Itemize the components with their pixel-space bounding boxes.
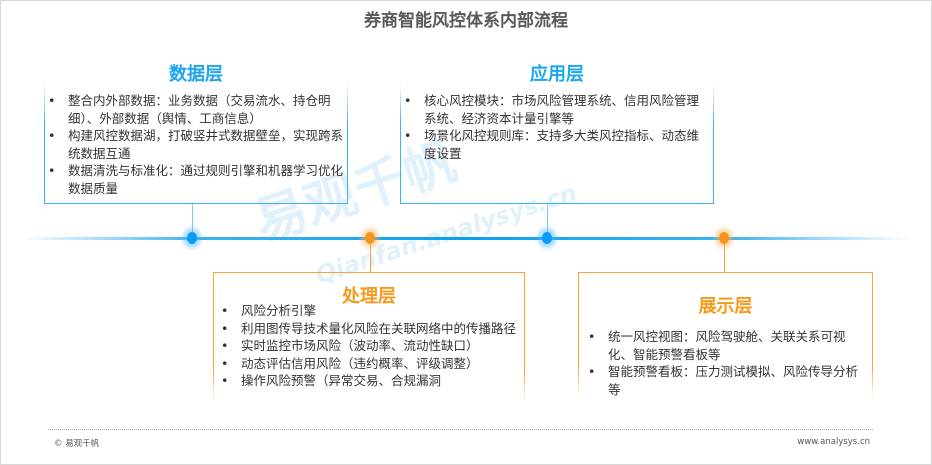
list-item: 场景化风控规则库：支持多大类风控指标、动态维度设置 (400, 127, 700, 162)
list-item: 构建风控数据湖，打破竖井式数据壁垒，实现跨系统数据互通 (44, 127, 344, 162)
timeline-node-application (542, 232, 552, 244)
connector (370, 242, 371, 272)
data-layer-heading: 数据层 (169, 64, 223, 85)
list-item: 实时监控市场风险（波动率、流动性缺口） (217, 337, 522, 355)
connector (724, 242, 725, 272)
connector (192, 204, 193, 234)
application-layer-heading: 应用层 (530, 64, 584, 85)
timeline (20, 237, 910, 240)
list-item: 数据清洗与标准化：通过规则引擎和机器学习优化数据质量 (44, 162, 344, 197)
list-item: 动态评估信用风险（违约概率、评级调整） (217, 355, 522, 373)
footer-url[interactable]: www.analysys.cn (797, 437, 870, 447)
footer-divider (48, 429, 873, 430)
timeline-node-display (719, 232, 729, 244)
data-layer-list: 整合内外部数据：业务数据（交易流水、持仓明细）、外部数据（舆情、工商信息） 构建… (44, 92, 344, 197)
display-layer-heading: 展示层 (698, 296, 753, 317)
footer-copyright: © 易观千帆 (54, 439, 100, 449)
list-item: 统一风控视图：风险驾驶舱、关联关系可视化、智能预警看板等 (584, 328, 866, 363)
list-item: 利用图传导技术量化风险在关联网络中的传播路径 (217, 320, 522, 338)
list-item: 整合内外部数据：业务数据（交易流水、持仓明细）、外部数据（舆情、工商信息） (44, 92, 344, 127)
display-layer-list: 统一风控视图：风险驾驶舱、关联关系可视化、智能预警看板等 智能预警看板：压力测试… (584, 328, 866, 398)
processing-layer-list: 风险分析引擎 利用图传导技术量化风险在关联网络中的传播路径 实时监控市场风险（波… (217, 302, 522, 390)
timeline-node-processing (365, 232, 375, 244)
connector (547, 204, 548, 234)
list-item: 智能预警看板：压力测试模拟、风险传导分析等 (584, 363, 866, 398)
page-title: 券商智能风控体系内部流程 (364, 11, 568, 31)
timeline-node-data (187, 232, 197, 244)
application-layer-list: 核心风控模块：市场风险管理系统、信用风险管理系统、经济资本计量引擎等 场景化风控… (400, 92, 700, 162)
list-item: 风险分析引擎 (217, 302, 522, 320)
list-item: 核心风控模块：市场风险管理系统、信用风险管理系统、经济资本计量引擎等 (400, 92, 700, 127)
list-item: 操作风险预警（异常交易、合规漏洞 (217, 372, 522, 390)
